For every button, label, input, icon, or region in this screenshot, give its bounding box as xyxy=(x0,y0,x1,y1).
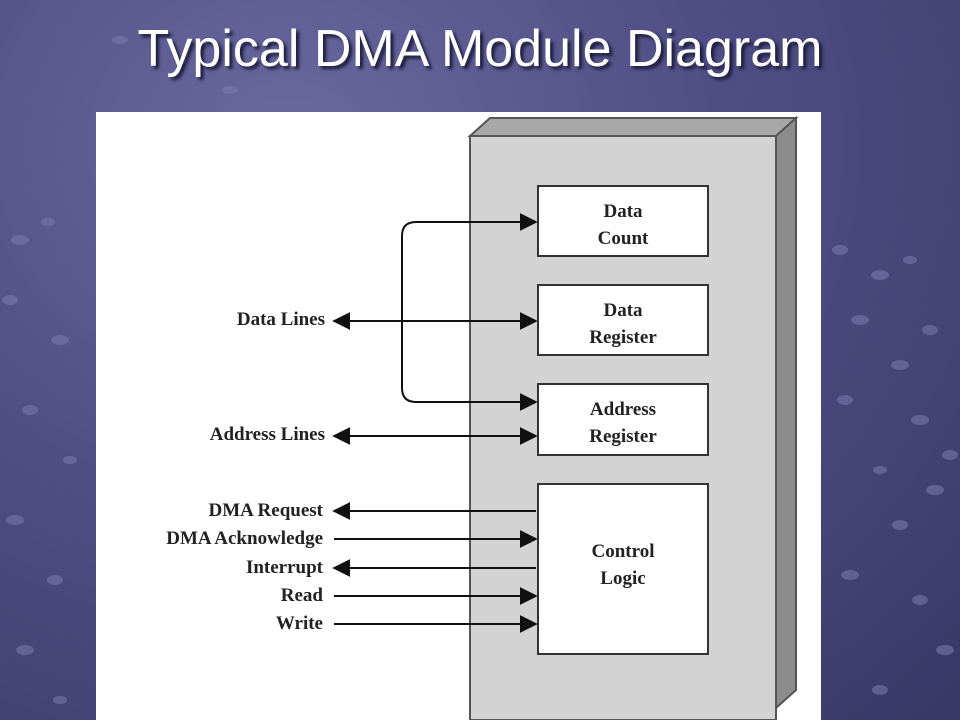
data-register-label-2: Register xyxy=(589,327,657,348)
dma-acknowledge-label: DMA Acknowledge xyxy=(166,528,323,549)
write-label: Write xyxy=(276,613,323,634)
control-logic-label-2: Logic xyxy=(600,568,645,589)
data-register-label-1: Data xyxy=(603,300,643,321)
data-count-label-2: Count xyxy=(598,228,649,249)
data-lines-label: Data Lines xyxy=(237,309,325,330)
control-logic-block xyxy=(537,483,709,655)
address-register-block xyxy=(537,383,709,456)
module-side-face xyxy=(775,115,797,711)
address-register-label-1: Address xyxy=(590,399,656,420)
control-logic-label-1: Control xyxy=(592,541,655,562)
module-top-face xyxy=(467,117,799,137)
data-register-block xyxy=(537,284,709,356)
interrupt-label: Interrupt xyxy=(246,557,324,578)
address-lines-label: Address Lines xyxy=(210,424,325,445)
address-register-label-2: Register xyxy=(589,426,657,447)
data-count-block xyxy=(537,185,709,257)
data-count-label-1: Data xyxy=(603,201,643,222)
slide-title: Typical DMA Module Diagram xyxy=(137,20,823,78)
read-label: Read xyxy=(281,585,324,606)
dma-module-diagram: Data Count Data Register Address Registe… xyxy=(166,115,799,720)
dma-request-label: DMA Request xyxy=(208,500,323,521)
dma-diagram-panel: Data Count Data Register Address Registe… xyxy=(96,112,821,720)
